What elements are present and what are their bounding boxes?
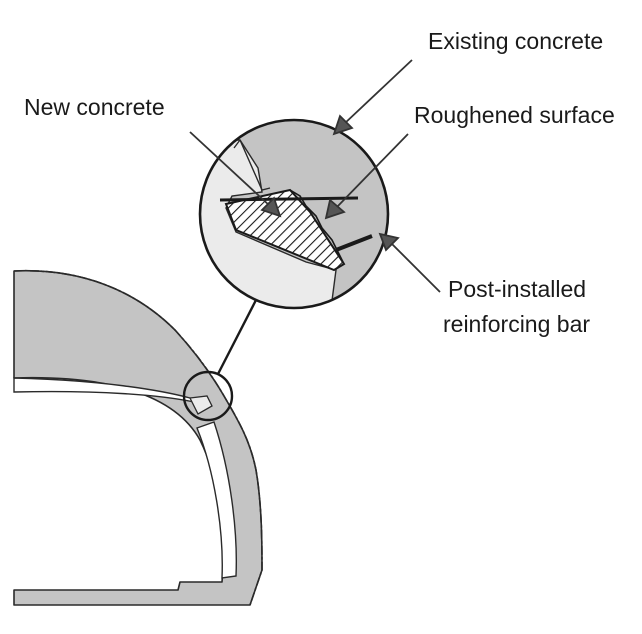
reinforcing-bar-top	[219, 196, 359, 202]
existing-boundary	[233, 139, 241, 149]
groove-outline	[239, 139, 271, 191]
new-concrete-side-panel	[196, 421, 237, 579]
label-existing-concrete: Existing concrete	[428, 28, 604, 54]
magnifier-connector	[216, 299, 258, 375]
arrow-existing-concrete	[332, 114, 354, 136]
detail-marker-circle	[182, 370, 234, 422]
label-post-installed-line1: Post-installed	[448, 276, 587, 302]
arrow-roughened-surface	[324, 198, 346, 220]
arrow-post-installed-bar	[378, 232, 400, 252]
magnifier-circle	[198, 118, 390, 310]
label-roughened-surface: Roughened surface	[414, 102, 615, 128]
lining-joint	[189, 395, 213, 415]
magnified-new-concrete	[200, 139, 337, 308]
label-post-installed-line2: reinforcing bar	[443, 311, 591, 337]
arrow-new-concrete	[260, 196, 282, 218]
label-new-concrete: New concrete	[24, 94, 165, 120]
lining-outer-edge	[13, 269, 263, 606]
leader-arrows	[189, 59, 441, 293]
magnified-detail	[200, 120, 388, 308]
reinforcing-bar-post-installed	[335, 234, 373, 252]
